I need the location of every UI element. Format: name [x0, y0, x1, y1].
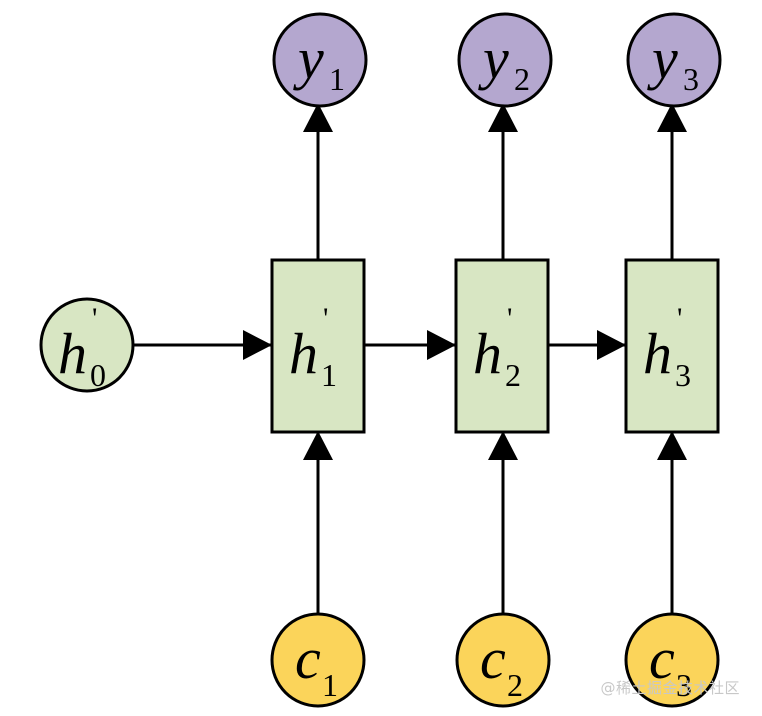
context-3-sub: 3	[676, 667, 692, 703]
output-node-1	[272, 12, 368, 108]
step-3: h ' 3 y 3 c 3	[624, 12, 722, 708]
initial-state-prime: '	[92, 302, 97, 335]
output-3-var: y	[647, 26, 678, 91]
context-2-var: c	[480, 626, 506, 691]
watermark: @稀土掘金技术社区	[600, 679, 740, 697]
context-node-1	[270, 612, 366, 708]
hidden-state-box-2	[454, 258, 550, 434]
hidden-state-1-sub: 1	[321, 357, 337, 393]
arrowhead-y2	[488, 103, 518, 132]
output-node-3	[626, 12, 722, 108]
hidden-state-3-prime: '	[677, 302, 682, 335]
arrowhead-h2-from-c2	[488, 431, 518, 460]
context-node-3	[624, 612, 720, 708]
initial-state-circle	[39, 297, 135, 393]
output-2-var: y	[478, 26, 509, 91]
output-1-sub: 1	[329, 61, 345, 97]
hidden-state-2-prime: '	[507, 302, 512, 335]
arrowhead-h1-from-c1	[303, 431, 333, 460]
step-2: h ' 2 y 2 c 2	[454, 12, 553, 708]
hidden-state-1-prime: '	[323, 302, 328, 335]
output-node-2	[457, 12, 553, 108]
hidden-state-box-3	[624, 258, 720, 434]
context-node-2	[455, 612, 551, 708]
hidden-state-2-var: h	[473, 321, 502, 386]
hidden-state-1-var: h	[289, 321, 318, 386]
arrowhead-h3-from-c3	[657, 431, 687, 460]
output-2-sub: 2	[514, 61, 530, 97]
hidden-state-box-1	[270, 258, 366, 434]
hidden-state-3-var: h	[643, 321, 672, 386]
arrowhead-y3	[657, 103, 687, 132]
initial-state-node: h ' 0	[39, 297, 135, 393]
context-1-sub: 1	[322, 667, 338, 703]
hidden-state-2-sub: 2	[505, 357, 521, 393]
context-1-var: c	[295, 626, 321, 691]
initial-state-var: h	[58, 321, 87, 386]
arrowhead-y1	[303, 103, 333, 132]
output-1-var: y	[293, 26, 324, 91]
context-3-var: c	[649, 626, 675, 691]
arrows	[133, 103, 687, 615]
initial-state-sub: 0	[90, 357, 106, 393]
arrowhead-h0-h1	[243, 330, 272, 360]
step-1: h ' 1 y 1 c 1	[270, 12, 368, 708]
arrowhead-h1-h2	[427, 330, 456, 360]
output-3-sub: 3	[683, 61, 699, 97]
arrowhead-h2-h3	[597, 330, 626, 360]
hidden-state-3-sub: 3	[675, 357, 691, 393]
context-2-sub: 2	[507, 667, 523, 703]
